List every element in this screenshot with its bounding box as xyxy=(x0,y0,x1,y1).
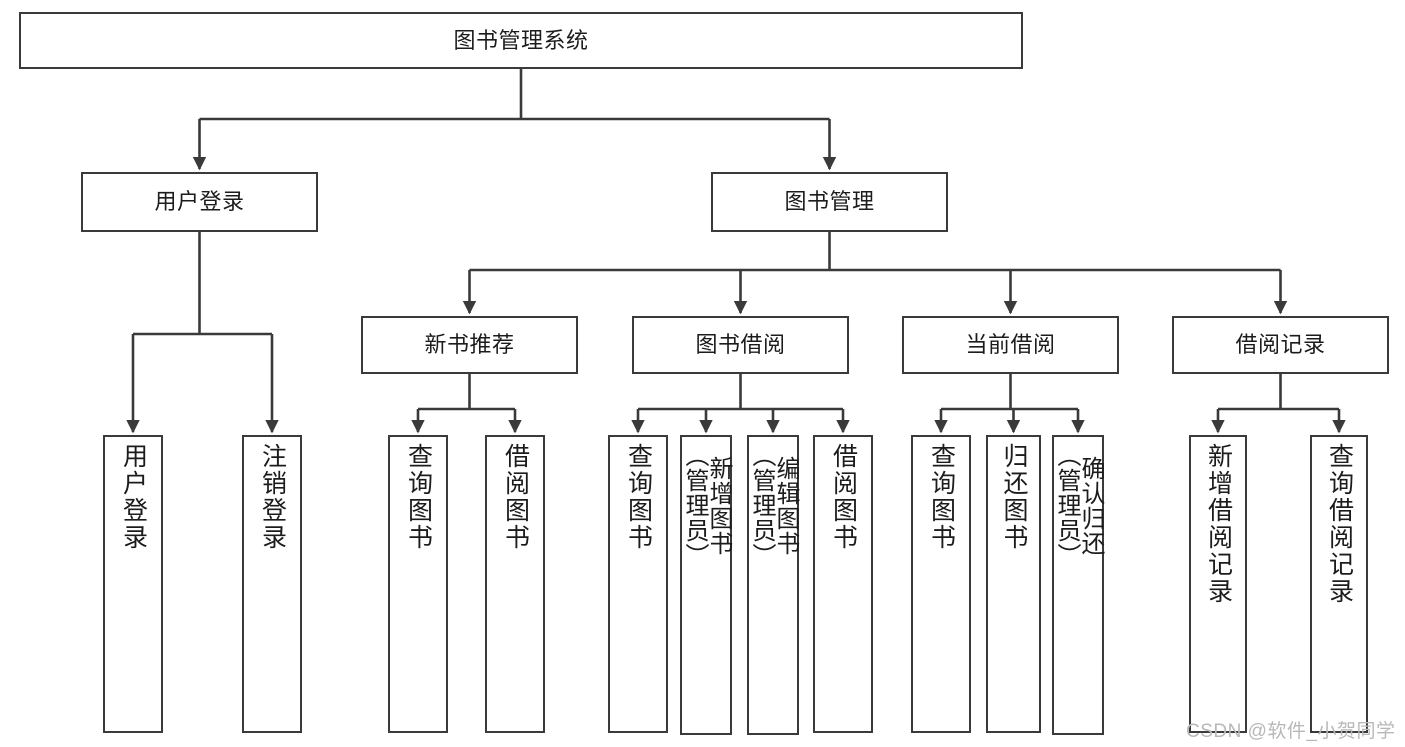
node-borrow-record[interactable]: 借阅记录 xyxy=(1172,316,1389,374)
node-label-user-logout: 注销登录 xyxy=(258,443,287,551)
node-br-query-record[interactable]: 查询借阅记录 xyxy=(1310,435,1368,733)
node-root[interactable]: 图书管理系统 xyxy=(19,12,1023,69)
node-bb-add-book[interactable]: 新增图书 （管理员） xyxy=(680,435,732,735)
node-cb-return-book[interactable]: 归还图书 xyxy=(986,435,1041,733)
node-label-bb-borrow-book: 借阅图书 xyxy=(829,443,858,551)
node-bb-query-book[interactable]: 查询图书 xyxy=(608,435,668,733)
node-label-book-borrow: 图书借阅 xyxy=(695,332,786,358)
node-label-current-borrow: 当前借阅 xyxy=(965,332,1056,358)
node-label-bb-edit-book: 编辑图书 （管理员） xyxy=(748,443,799,568)
node-nbr-borrow-book[interactable]: 借阅图书 xyxy=(485,435,545,733)
node-label-book-manage: 图书管理 xyxy=(784,189,875,215)
node-label-cb-query-book: 查询图书 xyxy=(927,443,956,551)
node-label-root: 图书管理系统 xyxy=(453,27,589,53)
node-nbr-query-book[interactable]: 查询图书 xyxy=(388,435,448,733)
node-label-nbr-query-book: 查询图书 xyxy=(404,443,433,551)
node-label-nbr-borrow-book: 借阅图书 xyxy=(501,443,530,551)
node-bb-edit-book[interactable]: 编辑图书 （管理员） xyxy=(747,435,799,735)
node-cb-query-book[interactable]: 查询图书 xyxy=(911,435,971,733)
node-label-cb-return-book: 归还图书 xyxy=(1000,443,1028,551)
node-new-book-rec[interactable]: 新书推荐 xyxy=(361,316,578,374)
node-label-new-book-rec: 新书推荐 xyxy=(424,332,515,358)
node-user-logout[interactable]: 注销登录 xyxy=(242,435,302,733)
node-user-login-do[interactable]: 用户登录 xyxy=(103,435,163,733)
node-book-borrow[interactable]: 图书借阅 xyxy=(632,316,849,374)
node-bb-borrow-book[interactable]: 借阅图书 xyxy=(813,435,873,733)
node-label-user-login-do: 用户登录 xyxy=(119,443,148,551)
node-label-user-login: 用户登录 xyxy=(154,189,245,215)
csdn-watermark: CSDN @软件_小贺同学 xyxy=(1186,721,1396,742)
node-label-bb-query-book: 查询图书 xyxy=(624,443,653,551)
node-label-borrow-record: 借阅记录 xyxy=(1235,332,1326,358)
node-user-login[interactable]: 用户登录 xyxy=(81,172,318,232)
node-cb-confirm-return[interactable]: 确认归还 （管理员） xyxy=(1052,435,1104,735)
node-label-bb-add-book: 新增图书 （管理员） xyxy=(681,443,732,568)
node-br-add-record[interactable]: 新增借阅记录 xyxy=(1189,435,1247,733)
node-label-br-query-record: 查询借阅记录 xyxy=(1325,443,1354,605)
node-current-borrow[interactable]: 当前借阅 xyxy=(902,316,1119,374)
node-label-br-add-record: 新增借阅记录 xyxy=(1204,443,1233,605)
node-book-manage[interactable]: 图书管理 xyxy=(711,172,948,232)
node-label-cb-confirm-return: 确认归还 （管理员） xyxy=(1053,443,1104,568)
